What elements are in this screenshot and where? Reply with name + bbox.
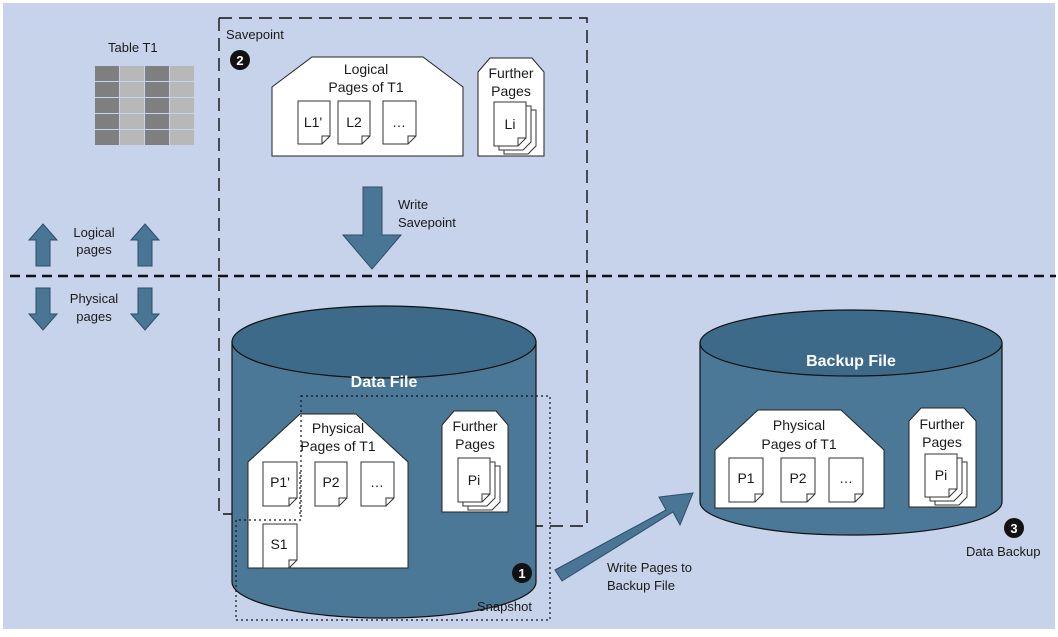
backup-page-p2: P2: [780, 457, 816, 503]
logical-up-arrow-right: [129, 223, 161, 267]
further-page-li: Li: [493, 101, 537, 155]
savepoint-number-badge: [230, 50, 250, 70]
legend-physical-line1: Physical: [70, 291, 119, 306]
physical-pages-title-line2: Pages of T1: [300, 438, 375, 454]
svg-text:L1': L1': [304, 114, 322, 130]
write-backup-line2: Backup File: [607, 578, 675, 593]
physical-down-arrow-left: [27, 287, 59, 331]
svg-text:Pi: Pi: [468, 472, 480, 488]
further-pages-data-line2: Pages: [455, 436, 495, 452]
legend-logical-line2: pages: [76, 242, 112, 257]
snapshot-label: Snapshot: [477, 599, 532, 614]
logical-page-l2: L2: [337, 100, 371, 145]
write-savepoint-line1: Write: [398, 197, 428, 212]
further-pages-backup-line2: Pages: [922, 434, 962, 450]
savepoint-number: 2: [236, 53, 243, 68]
snapshot-region-border: [235, 395, 551, 621]
svg-text:P2: P2: [789, 470, 806, 486]
data-file-title: Data File: [351, 374, 418, 391]
further-pages-logical-line1: Further: [488, 65, 533, 81]
logical-page-more: …: [382, 100, 417, 145]
table-grid-icon: [95, 66, 194, 145]
further-page-pi-data: Pi: [457, 457, 501, 511]
logical-page-l1: L1': [297, 100, 331, 145]
physical-page-p1: P1': [262, 461, 298, 507]
logical-up-arrow-left: [27, 223, 59, 267]
svg-text:Li: Li: [505, 116, 516, 132]
svg-text:S1: S1: [270, 536, 287, 552]
legend-physical-line2: pages: [76, 309, 112, 324]
svg-text:P1': P1': [270, 474, 290, 490]
svg-text:P2: P2: [322, 474, 339, 490]
physical-page-p2: P2: [314, 461, 348, 507]
legend-logical-line1: Logical: [73, 225, 114, 240]
backup-page-more: …: [828, 457, 864, 503]
svg-text:…: …: [370, 474, 384, 490]
backup-file-title: Backup File: [806, 353, 896, 370]
physical-page-more: …: [360, 461, 395, 507]
svg-text:…: …: [839, 470, 853, 486]
further-pages-backup-line1: Further: [919, 416, 964, 432]
svg-text:P1: P1: [737, 470, 754, 486]
physical-down-arrow-right: [129, 287, 161, 331]
write-backup-line1: Write Pages to: [607, 560, 692, 575]
snapshot-number: 1: [518, 566, 525, 581]
backup-page-p1: P1: [728, 457, 764, 503]
shadow-page-s1: S1: [262, 523, 298, 569]
write-backup-arrow: [554, 492, 694, 582]
svg-text:…: …: [392, 114, 406, 130]
further-pages-data-line1: Further: [452, 418, 497, 434]
svg-text:Pi: Pi: [935, 467, 947, 483]
logical-pages-title-line2: Pages of T1: [328, 79, 403, 95]
physical-pages-title-line1: Physical: [312, 420, 364, 436]
further-pages-logical-line2: Pages: [491, 83, 531, 99]
further-page-pi-backup: Pi: [924, 453, 968, 506]
data-backup-label: Data Backup: [966, 544, 1040, 559]
write-savepoint-line2: Savepoint: [398, 215, 456, 230]
savepoint-label: Savepoint: [226, 27, 284, 42]
savepoint-region-border: [218, 17, 588, 527]
backup-physical-title-line1: Physical: [773, 417, 825, 433]
data-backup-number-badge: [1004, 518, 1024, 538]
table-label: Table T1: [108, 40, 158, 55]
backup-physical-title-line2: Pages of T1: [761, 436, 836, 452]
logical-pages-title-line1: Logical: [344, 61, 388, 77]
data-backup-number: 3: [1010, 521, 1017, 536]
write-savepoint-arrow: [341, 186, 403, 270]
snapshot-number-badge: [512, 563, 532, 583]
svg-text:L2: L2: [346, 114, 362, 130]
